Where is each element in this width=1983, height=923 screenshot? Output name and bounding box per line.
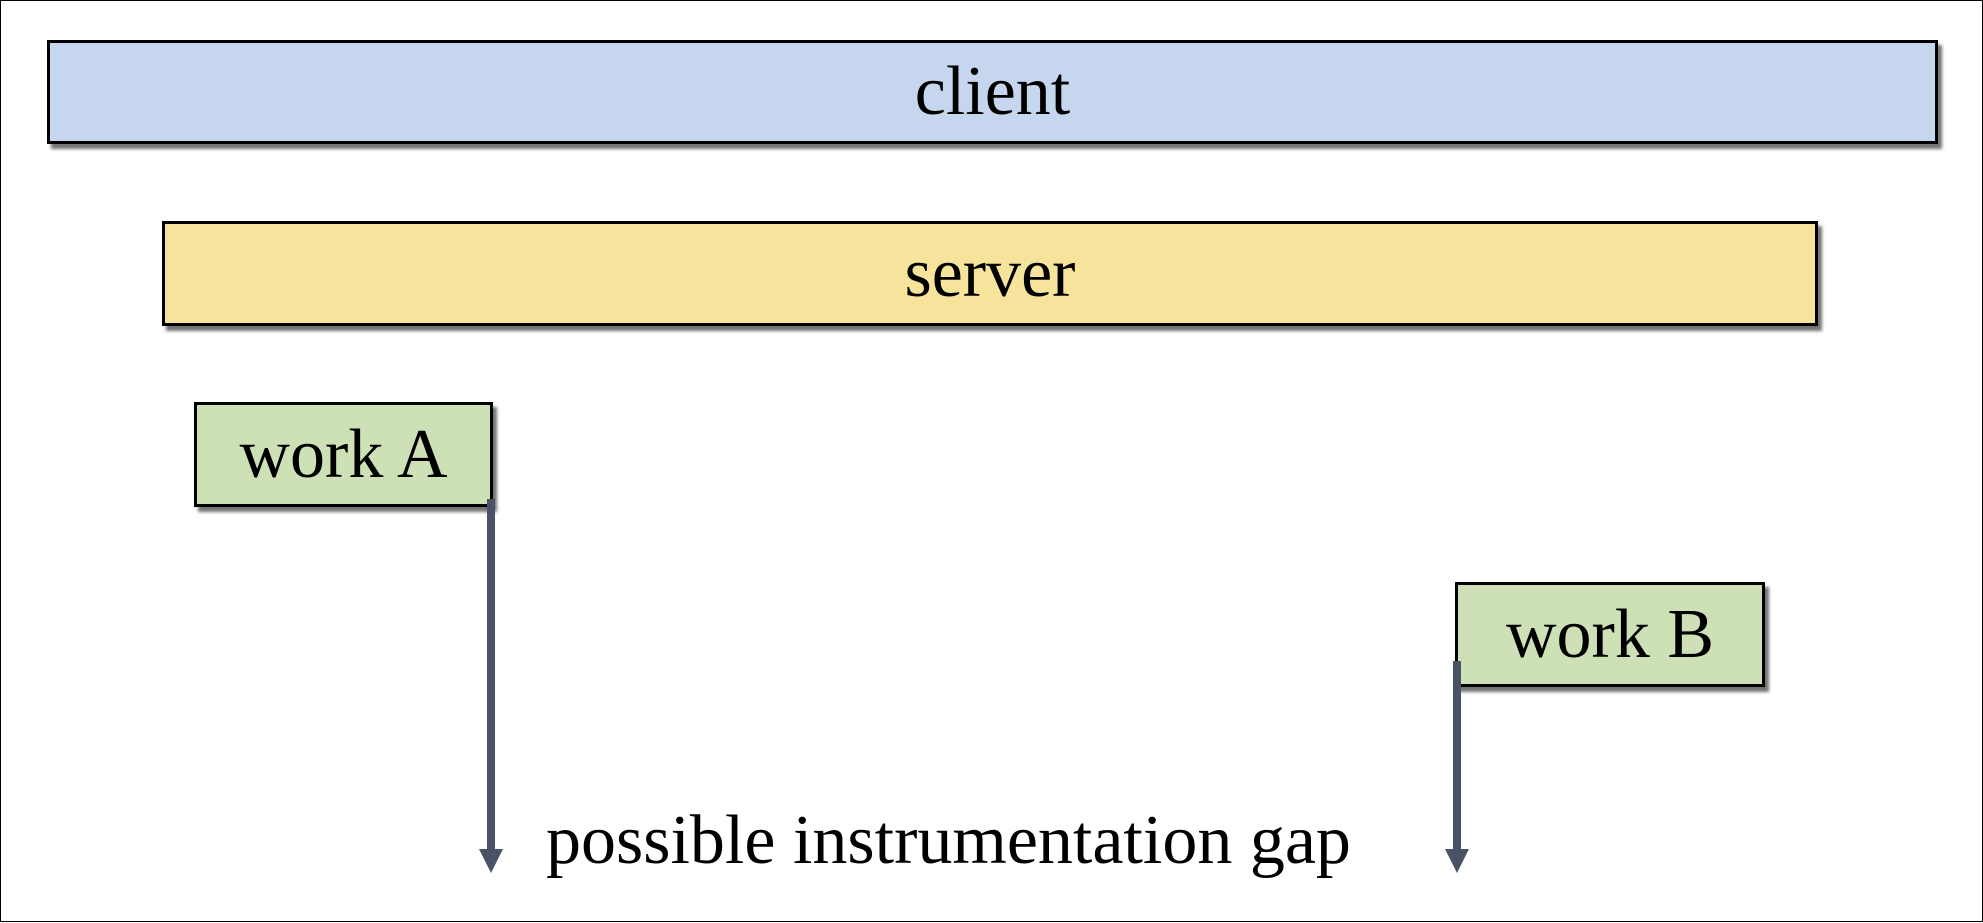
client-label: client bbox=[914, 53, 1071, 130]
work-b-box: work B bbox=[1455, 582, 1765, 687]
server-bar: server bbox=[162, 221, 1818, 326]
client-bar: client bbox=[47, 40, 1938, 144]
instrumentation-gap-label: possible instrumentation gap bbox=[546, 802, 1351, 879]
work-b-label: work B bbox=[1505, 595, 1715, 673]
work-a-box: work A bbox=[194, 402, 493, 507]
server-label: server bbox=[904, 234, 1076, 312]
work-a-label: work A bbox=[239, 415, 448, 493]
work-b-arrow-head bbox=[1445, 849, 1469, 873]
work-a-arrow-head bbox=[479, 849, 503, 873]
